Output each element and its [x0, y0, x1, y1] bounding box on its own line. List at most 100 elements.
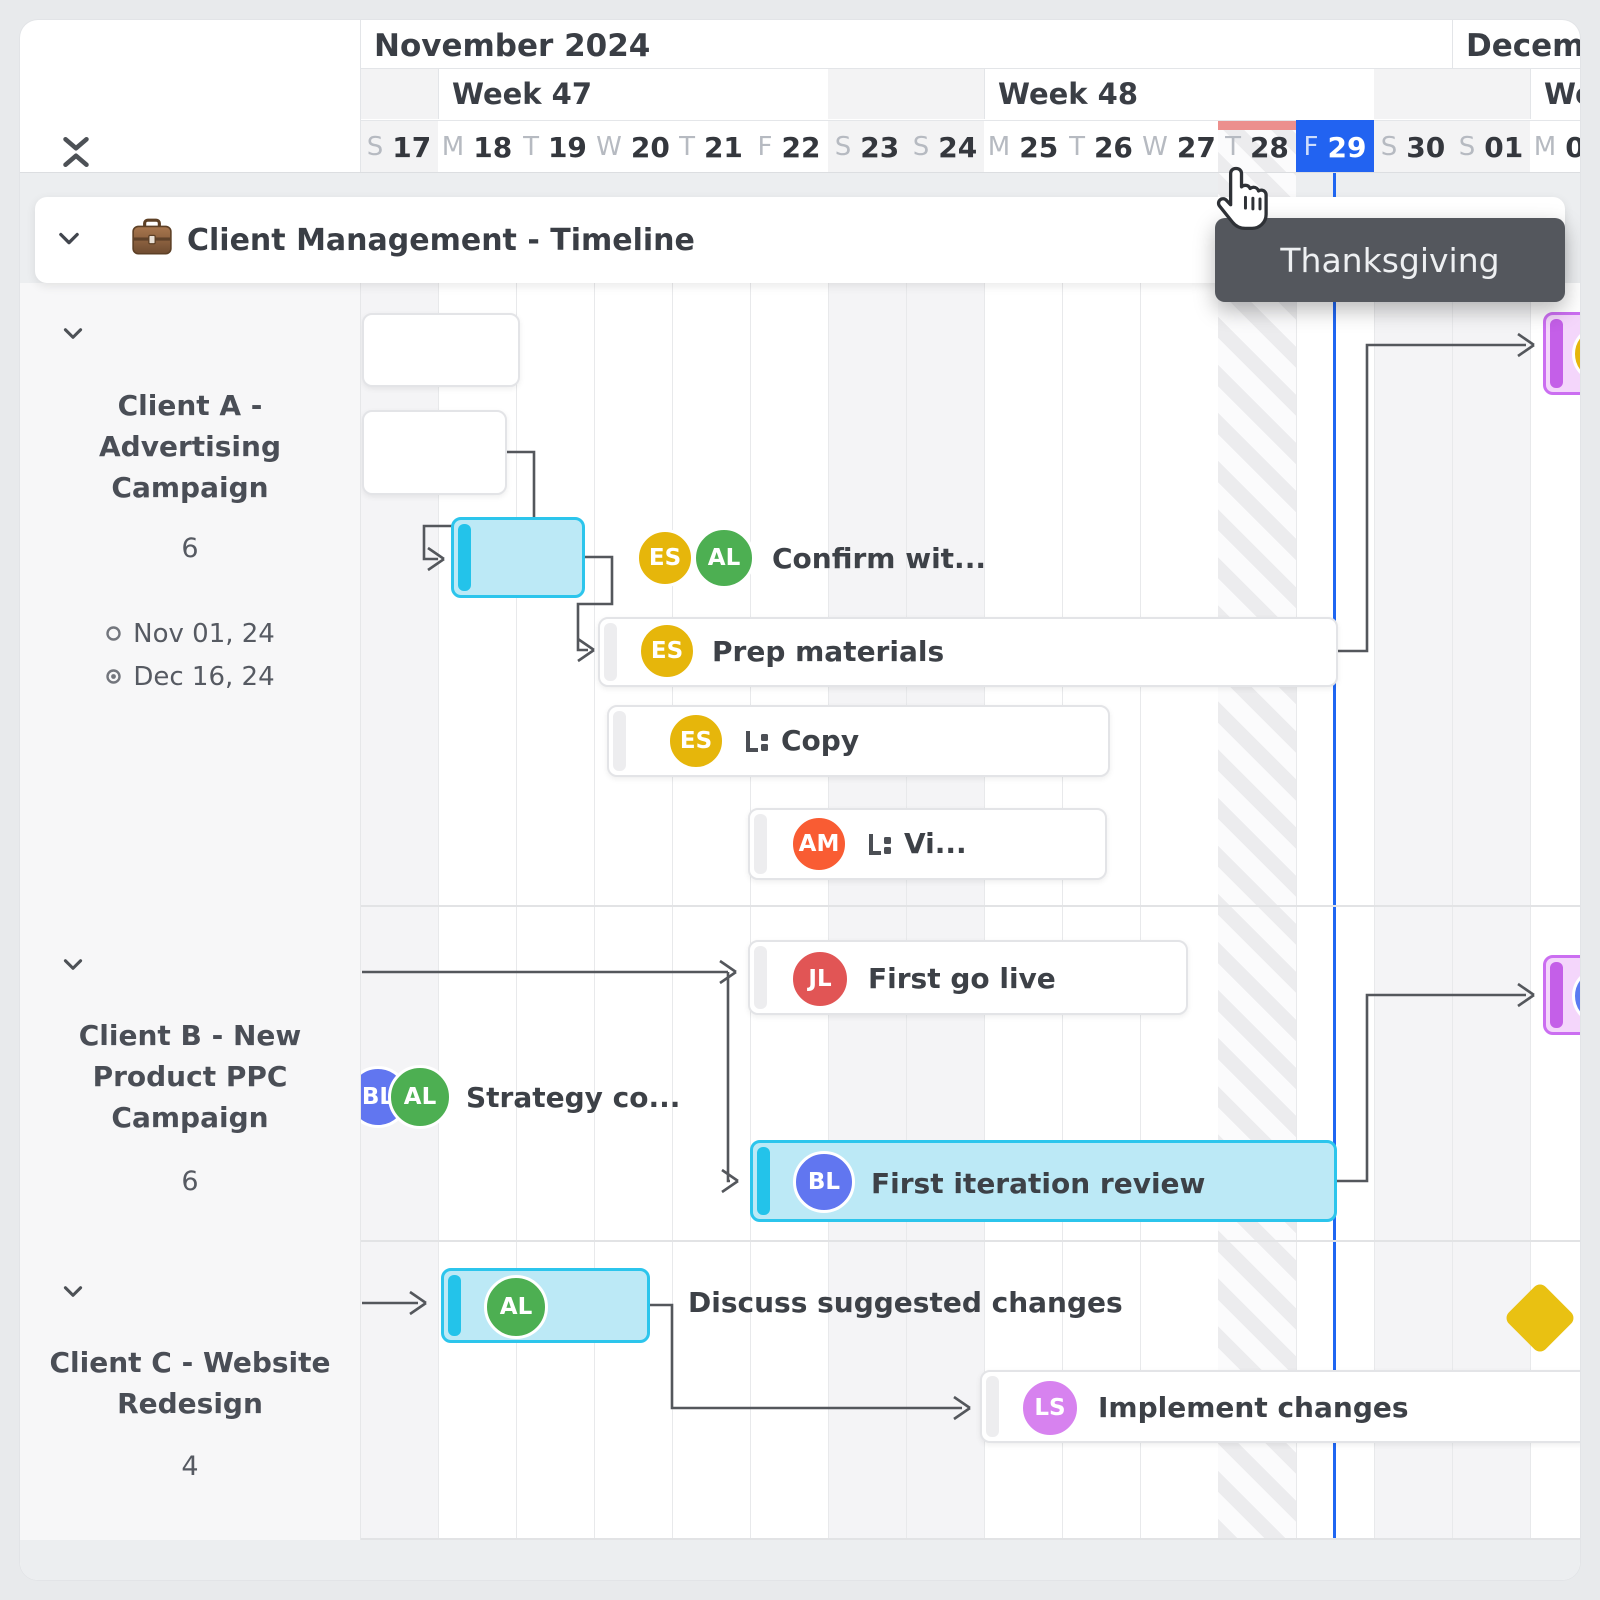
- gantt-card: November 2024 December Week 47 Week 48 W…: [20, 20, 1580, 1580]
- subtask-icon: [743, 728, 770, 759]
- progress-strip: [604, 623, 617, 681]
- holiday-tooltip: Thanksgiving: [1215, 218, 1565, 302]
- task-bar-prep[interactable]: ES Prep materials: [598, 617, 1338, 687]
- avatar[interactable]: ES: [636, 529, 694, 587]
- task-label-copy: Copy: [781, 724, 860, 757]
- week-gap-cell: [360, 68, 438, 119]
- section-chevron-icon[interactable]: [55, 224, 83, 256]
- week-49-label: Week 49: [1544, 77, 1580, 111]
- task-layer: ES AL Confirm wit... ES Prep materials E…: [20, 20, 1580, 1580]
- mouse-cursor-icon: [1216, 166, 1270, 236]
- progress-strip: [1550, 962, 1563, 1028]
- briefcase-icon: [131, 217, 173, 263]
- task-bar-discuss[interactable]: AL: [441, 1268, 650, 1343]
- week-47-label: Week 47: [452, 77, 593, 111]
- task-label-strategy[interactable]: Strategy co...: [466, 1081, 681, 1114]
- group-task-count: 4: [181, 1451, 199, 1482]
- group-dates-client-a: Nov 01, 24 Dec 16, 24: [38, 612, 342, 698]
- progress-strip: [757, 1147, 770, 1215]
- group-title-client-c[interactable]: Client C - Website Redesign: [49, 1346, 331, 1420]
- progress-strip: [1550, 319, 1563, 388]
- week-48-cell[interactable]: Week 48: [984, 68, 1376, 119]
- start-date-row: Nov 01, 24: [38, 612, 342, 655]
- avatar[interactable]: AL: [388, 1065, 452, 1129]
- month-label-november: November 2024: [374, 28, 651, 64]
- avatar[interactable]: AL: [484, 1275, 548, 1339]
- group-collapse-client-c[interactable]: [60, 1278, 86, 1308]
- month-label-december: December: [1466, 28, 1580, 64]
- task-bar-purple[interactable]: [1543, 312, 1580, 395]
- start-date-icon: [106, 626, 121, 641]
- progress-strip: [986, 1376, 999, 1437]
- task-label-prep: Prep materials: [712, 635, 945, 668]
- group-collapse-client-b[interactable]: [60, 951, 86, 981]
- task-label-confirm[interactable]: Confirm wit...: [772, 542, 986, 575]
- progress-strip: [448, 1275, 461, 1336]
- bottom-scroll-area[interactable]: [20, 1540, 1580, 1580]
- week-49-cell[interactable]: Week 49: [1530, 68, 1580, 119]
- task-bar-iteration[interactable]: BL First iteration review: [750, 1140, 1337, 1222]
- task-bar-confirm[interactable]: [451, 517, 585, 598]
- task-bar-copy[interactable]: ES Copy: [607, 705, 1110, 777]
- week-48-label: Week 48: [998, 77, 1139, 111]
- avatar[interactable]: BL: [793, 1151, 855, 1213]
- dependency-connectors: [362, 332, 1535, 1421]
- holiday-marker: [1218, 121, 1296, 130]
- group-title-client-a[interactable]: Client A - Advertising Campaign: [99, 389, 281, 504]
- holiday-column-thanksgiving: [1218, 173, 1296, 1540]
- milestone-diamond[interactable]: [1503, 1281, 1577, 1355]
- avatar[interactable]: AL: [693, 527, 755, 589]
- task-label-iteration: First iteration review: [871, 1167, 1206, 1200]
- progress-strip: [754, 946, 767, 1009]
- avatar[interactable]: JL: [790, 949, 850, 1009]
- avatar[interactable]: [1572, 325, 1580, 383]
- subtask-icon: [866, 831, 893, 862]
- group-divider: [20, 905, 1580, 907]
- avatar[interactable]: AM: [790, 815, 848, 873]
- task-label-visuals: Vi...: [904, 827, 967, 860]
- week-gap-cell: [828, 68, 984, 119]
- group-title-client-b[interactable]: Client B - New Product PPC Campaign: [78, 1019, 302, 1134]
- day-cell-dec02[interactable]: M02: [1530, 120, 1580, 173]
- due-date-icon: [106, 669, 122, 684]
- avatar[interactable]: ES: [638, 622, 696, 680]
- section-title: Client Management - Timeline: [187, 222, 695, 258]
- task-bar-golive[interactable]: JL First go live: [748, 940, 1188, 1015]
- group-task-count: 6: [181, 533, 199, 564]
- task-bar[interactable]: [362, 313, 520, 387]
- avatar[interactable]: ES: [667, 712, 725, 770]
- left-panel: [20, 283, 361, 1540]
- task-label-discuss[interactable]: Discuss suggested changes: [688, 1286, 1123, 1319]
- task-bar[interactable]: [362, 410, 507, 495]
- chart-bottom-border: [20, 1538, 1580, 1540]
- task-bar-purple[interactable]: [1543, 955, 1580, 1035]
- progress-strip: [613, 711, 626, 771]
- due-date-row: Dec 16, 24: [38, 655, 342, 698]
- today-line: [1333, 173, 1336, 1540]
- avatar[interactable]: [1572, 967, 1580, 1025]
- progress-strip: [754, 814, 767, 874]
- group-task-count: 6: [181, 1166, 199, 1197]
- task-bar-implement[interactable]: LS Implement changes: [980, 1370, 1580, 1443]
- task-label-implement: Implement changes: [1098, 1391, 1409, 1424]
- task-label-golive: First go live: [868, 962, 1056, 995]
- task-bar-visuals[interactable]: AM Vi...: [748, 808, 1107, 880]
- collapse-all-icon[interactable]: [58, 133, 94, 175]
- avatar[interactable]: LS: [1020, 1378, 1080, 1438]
- group-divider: [20, 1240, 1580, 1242]
- group-collapse-client-a[interactable]: [60, 320, 86, 350]
